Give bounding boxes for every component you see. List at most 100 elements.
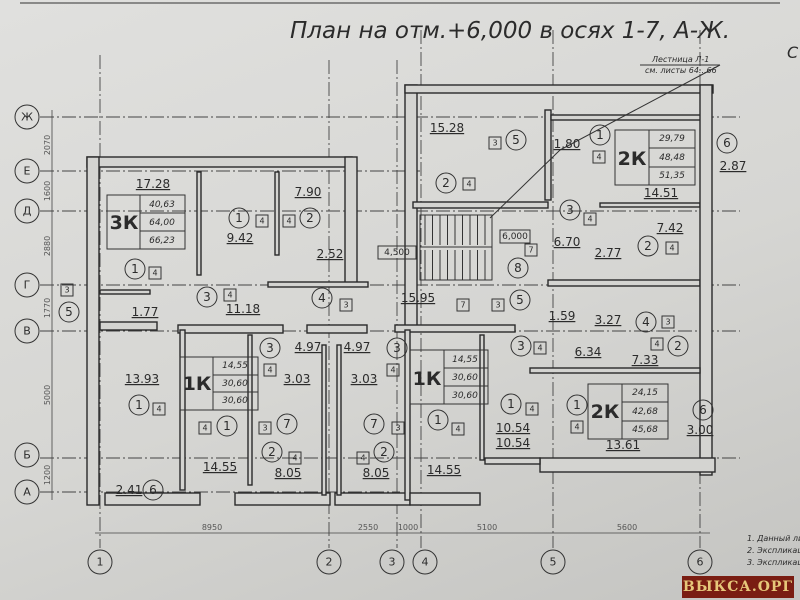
living-area: 14,55 — [222, 361, 248, 371]
axis-row-e: Е — [24, 165, 31, 178]
axis-row-v: В — [23, 325, 31, 338]
cut-off-heading: С — [787, 43, 799, 62]
room-type-marker: 4 — [642, 315, 650, 329]
room-area: 1.59 — [549, 309, 576, 323]
room-area: 15.95 — [401, 291, 435, 305]
marker-box — [583, 212, 597, 226]
marker-circle — [373, 441, 395, 463]
room-type-marker: 3 — [393, 341, 401, 355]
dim-8950: 8950 — [202, 523, 222, 532]
finish-box: 3 — [343, 301, 348, 310]
marker-box — [258, 421, 272, 435]
axis-col-4: 4 — [422, 556, 429, 569]
marker-circle — [363, 413, 385, 435]
finish-box: 4 — [267, 366, 272, 375]
marker-circle — [128, 394, 150, 416]
marker-circle — [692, 399, 714, 421]
living-area: 24,15 — [632, 388, 658, 398]
row-axis-markers: Ж Е Д Г В Б А — [14, 104, 40, 505]
room-area: 14.51 — [644, 186, 678, 200]
room-area: 3.03 — [351, 372, 378, 386]
room-area: 13.61 — [606, 438, 640, 452]
room-type-marker: 1 — [131, 262, 139, 276]
room-type-marker: 1 — [235, 211, 243, 225]
room-area: 8.05 — [363, 466, 390, 480]
room-type-marker: 5 — [512, 133, 520, 147]
marker-circle — [427, 409, 449, 431]
room-type-marker: 2 — [674, 339, 682, 353]
room-type-marker: 1 — [223, 419, 231, 433]
living-area: 40,63 — [149, 200, 175, 210]
finish-box: 4 — [156, 405, 161, 414]
room-type-marker: 2 — [644, 239, 652, 253]
room-area: 11.18 — [226, 302, 260, 316]
axis-col-1: 1 — [97, 556, 104, 569]
marker-circle — [435, 172, 457, 194]
marker-circle — [507, 257, 529, 279]
marker-circle — [635, 311, 657, 333]
room-type-markers: 1 1 2 3 4 5 5 2 1 6 3 2 8 5 4 3 2 1 1 3 … — [58, 124, 738, 501]
finish-box: 4 — [286, 217, 291, 226]
walls — [86, 84, 716, 506]
marker-box — [391, 421, 405, 435]
dim-1600: 1600 — [43, 181, 52, 201]
apartment-1k-left-table: 1К 14,55 30,60 30,60 — [179, 356, 259, 411]
room-area: 2.52 — [317, 247, 344, 261]
total-area-with-balcony: 30,60 — [452, 391, 478, 401]
marker-box — [148, 266, 162, 280]
marker-box — [456, 298, 470, 312]
marker-box — [198, 421, 212, 435]
room-area: 4.97 — [295, 340, 322, 354]
marker-circle — [637, 235, 659, 257]
marker-box — [661, 315, 675, 329]
marker-box — [152, 402, 166, 416]
room-area: 8.05 — [275, 466, 302, 480]
finish-box: 4 — [587, 215, 592, 224]
room-area: 14.55 — [203, 460, 237, 474]
total-area: 48,48 — [659, 153, 685, 163]
room-type-marker: 3 — [566, 203, 574, 217]
room-area: 6.34 — [575, 345, 602, 359]
marker-box — [223, 288, 237, 302]
finish-box: 4 — [455, 425, 460, 434]
apartment-type: 2К — [591, 401, 620, 423]
marker-circle — [566, 394, 588, 416]
marker-circle — [589, 124, 611, 146]
room-area: 13.93 — [125, 372, 159, 386]
staircase — [419, 64, 721, 281]
room-area: 17.28 — [136, 177, 170, 191]
plan-title: План на отм.+6,000 в осях 1-7, А-Ж. — [290, 18, 730, 44]
room-area: 15.28 — [430, 121, 464, 135]
finish-box: 4 — [574, 423, 579, 432]
dim-5600: 5600 — [617, 523, 637, 532]
marker-box — [356, 451, 370, 465]
room-type-marker: 6 — [699, 403, 707, 417]
dimension-lines: 2070 1600 2880 1770 5000 1200 8950 2550 … — [43, 110, 710, 534]
finish-box: 4 — [669, 244, 674, 253]
room-type-marker: 2 — [442, 176, 450, 190]
watermark-logo: ВЫКСА.ОРГ — [682, 576, 794, 598]
room-area: 7.90 — [295, 185, 322, 199]
room-type-marker: 2 — [268, 445, 276, 459]
marker-circle — [667, 335, 689, 357]
room-area: 7.42 — [657, 221, 684, 235]
marker-box — [386, 363, 400, 377]
note-2: 2. Экспликац — [747, 546, 800, 555]
room-type-marker: 5 — [65, 305, 73, 319]
total-area: 42,68 — [632, 407, 658, 417]
stair-note-reference: см. листы 64...66 — [645, 66, 717, 75]
apartment-type: 3К — [110, 212, 139, 234]
room-type-marker: 7 — [283, 417, 291, 431]
room-type-marker: 1 — [507, 397, 515, 411]
note-1: 1. Данный ли — [747, 534, 800, 543]
marker-circle — [196, 286, 218, 308]
marker-circle — [510, 335, 532, 357]
marker-circle — [142, 479, 164, 501]
marker-circle — [559, 199, 581, 221]
finish-box: 3 — [64, 286, 69, 295]
room-area: 3.00 — [687, 423, 714, 437]
marker-box — [650, 337, 664, 351]
room-type-marker: 2 — [306, 211, 314, 225]
room-area: 2.77 — [595, 246, 622, 260]
